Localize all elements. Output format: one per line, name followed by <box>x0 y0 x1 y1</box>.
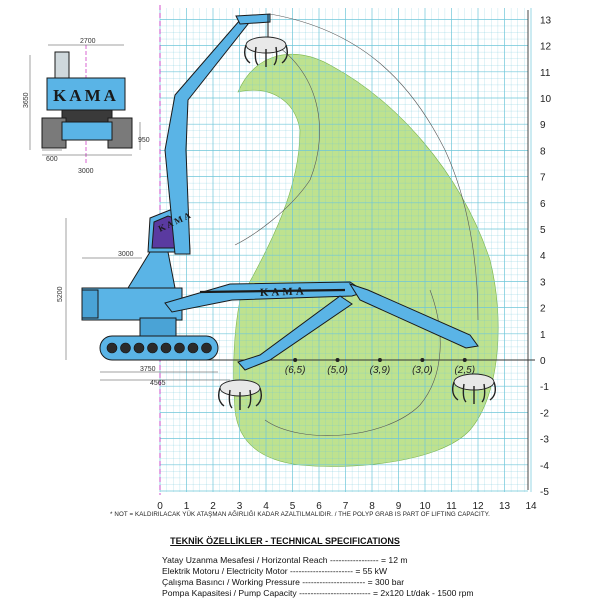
spec-item: Elektrik Motoru / Electricity Motor ----… <box>162 566 388 576</box>
upper-frame <box>127 251 176 289</box>
grab-top <box>243 36 289 67</box>
reach-arc-inner <box>234 39 320 246</box>
y-tick-label: 6 <box>540 199 546 210</box>
x-tick-label: 3 <box>237 501 243 512</box>
track-roller <box>174 342 185 354</box>
y-tick-label: 2 <box>540 304 546 315</box>
y-tick-label: 13 <box>540 15 552 26</box>
capacity-label: (5,0) <box>327 365 348 376</box>
y-tick-label: 9 <box>540 120 546 131</box>
lower-stick <box>237 295 353 371</box>
raised-boom <box>164 19 249 255</box>
y-tick-label: 11 <box>540 68 551 79</box>
dim-5200: 5200 <box>57 286 64 302</box>
capacity-label: (3,9) <box>370 365 391 376</box>
x-tick-label: 1 <box>184 501 190 512</box>
x-tick-label: 10 <box>419 501 431 512</box>
track-roller <box>160 342 172 354</box>
y-tick-label: -1 <box>540 382 549 393</box>
y-tick-label: 4 <box>540 251 546 262</box>
dim-600: 600 <box>46 156 58 163</box>
y-tick-label: 5 <box>540 225 546 236</box>
front-brand-text: KAMA <box>53 86 119 105</box>
grab-lower-left <box>217 379 263 410</box>
y-tick-label: -3 <box>540 435 549 446</box>
x-tick-label: 8 <box>369 501 375 512</box>
slew-ring <box>139 317 177 337</box>
dim-3750: 3750 <box>140 366 156 373</box>
x-tick-label: 12 <box>472 501 484 512</box>
horizontal-stick <box>348 283 479 349</box>
track-roller <box>201 342 212 354</box>
y-tick-label: -4 <box>540 461 549 472</box>
y-tick-label: -5 <box>540 487 549 498</box>
reach-arc-outer <box>269 13 479 321</box>
x-tick-label: 13 <box>499 501 511 512</box>
front-body <box>46 77 126 111</box>
x-tick-label: 5 <box>290 501 296 512</box>
capacity-dot <box>335 358 340 362</box>
grid-lines <box>159 8 532 492</box>
x-tick-label: 9 <box>396 501 402 512</box>
counterweight <box>81 289 99 319</box>
dim-3000-side: 3000 <box>118 251 134 258</box>
dim-950: 950 <box>138 137 150 144</box>
y-tick-label: 0 <box>540 356 546 367</box>
dim-2700: 2700 <box>80 38 96 45</box>
x-tick-label: 7 <box>343 501 349 512</box>
track-roller <box>187 342 199 354</box>
capacity-label: (3,0) <box>412 365 433 376</box>
y-tick-label: 7 <box>540 173 546 184</box>
dim-3650: 3650 <box>23 92 30 108</box>
side-view-machine <box>81 13 479 371</box>
x-tick-label: 14 <box>525 501 537 512</box>
capacity-label: (2,5) <box>454 365 475 376</box>
hydraulic-cylinder <box>199 288 346 294</box>
dim-3000-top: 3000 <box>78 168 94 175</box>
capacity-note: * NOT = KALDIRILACAK YÜK ATAŞMAN AĞIRLIĞ… <box>110 511 490 518</box>
raised-stick <box>235 13 271 25</box>
track-roller <box>147 342 158 354</box>
spec-item: Çalışma Basıncı / Working Pressure -----… <box>162 577 405 587</box>
dim-4565: 4565 <box>150 380 166 387</box>
y-tick-label: 1 <box>540 330 546 341</box>
y-tick-label: -2 <box>540 408 549 419</box>
x-tick-label: 0 <box>157 501 163 512</box>
spec-title: TEKNİK ÖZELLİKLER - TECHNICAL SPECIFICAT… <box>170 536 400 546</box>
front-frame <box>61 109 113 123</box>
capacity-markers: (6,5) (5,0) (3,9) (3,0) (2,5) <box>285 358 475 376</box>
y-tick-label: 8 <box>540 146 546 157</box>
x-tick-label: 4 <box>263 501 269 512</box>
front-base <box>61 121 113 141</box>
x-tick-label: 11 <box>446 501 457 512</box>
track-roller <box>133 342 145 354</box>
boom-brand-text: KAMA <box>260 285 307 299</box>
working-zone <box>233 53 499 467</box>
y-tick-label: 12 <box>540 42 552 53</box>
y-tick-label: 3 <box>540 277 546 288</box>
track-roller <box>106 342 118 354</box>
spec-item: Yatay Uzanma Mesafesi / Horizontal Reach… <box>162 555 408 565</box>
capacity-dot <box>462 358 467 362</box>
front-view-machine <box>41 51 133 149</box>
capacity-dot <box>420 358 425 362</box>
capacity-label: (6,5) <box>285 365 306 376</box>
track-rollers <box>106 342 212 354</box>
x-tick-label: 6 <box>316 501 322 512</box>
grab-lower-right <box>451 373 497 404</box>
x-tick-label: 2 <box>210 501 216 512</box>
track-roller <box>120 342 131 354</box>
y-tick-label: 10 <box>540 94 552 105</box>
track-side <box>99 335 219 361</box>
front-exhaust <box>54 51 70 79</box>
dimension-lines <box>29 44 230 381</box>
capacity-dot <box>293 358 298 362</box>
spec-item: Pompa Kapasitesi / Pump Capacity -------… <box>162 588 474 598</box>
capacity-dot <box>377 358 382 362</box>
spec-list: Yatay Uzanma Mesafesi / Horizontal Reach… <box>162 555 582 599</box>
